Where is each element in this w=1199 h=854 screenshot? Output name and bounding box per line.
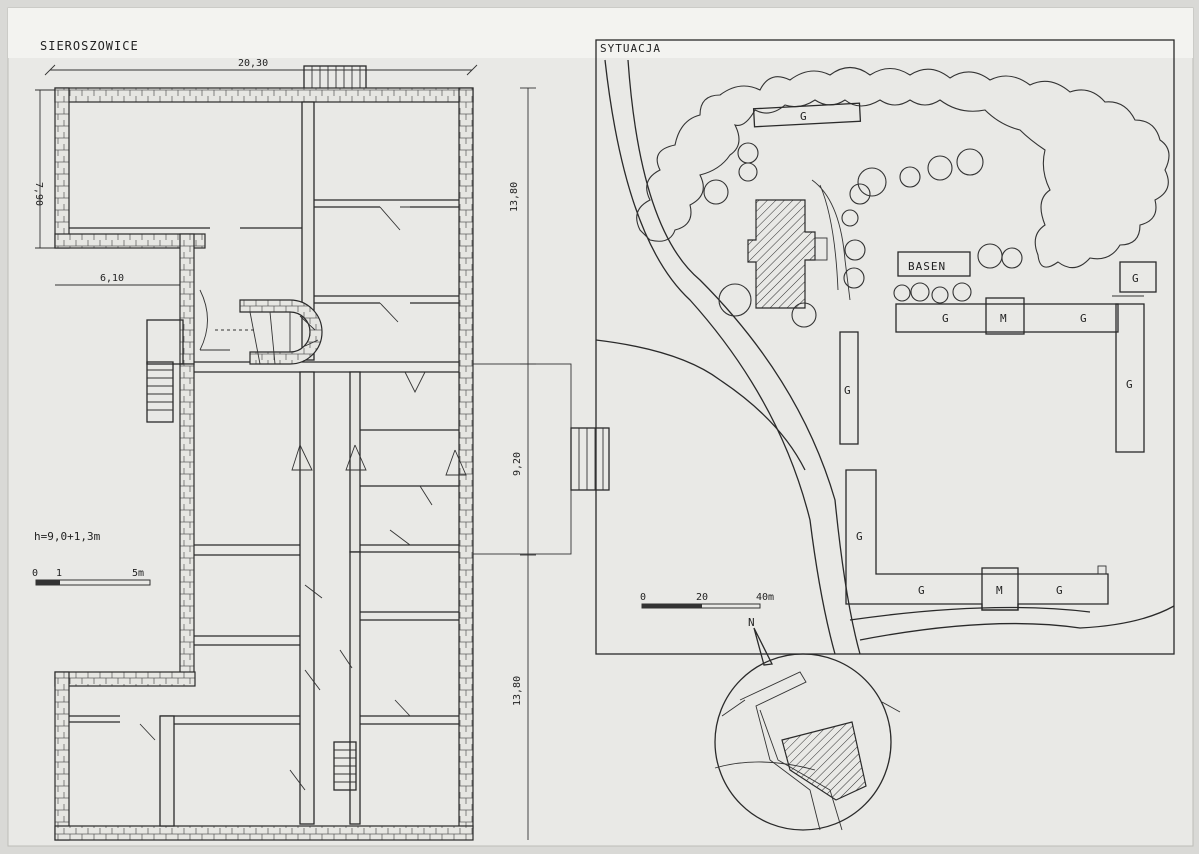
m-block-north-label: M: [1000, 312, 1007, 325]
spiral-staircase: [199, 289, 323, 365]
site-plan: SYTUACJA BASEN G G: [595, 39, 1175, 655]
road-branch-a: [595, 339, 806, 471]
east-terrace: [472, 363, 610, 555]
road-east-edge: [627, 59, 861, 655]
location-estate-hatch: [781, 721, 867, 801]
location-map: N: [714, 616, 901, 831]
tree-canopy-mass: [636, 66, 1170, 269]
door-swings: [139, 206, 467, 791]
outbuildings: G G M G G G G G G M G: [752, 102, 1157, 611]
plan-scale-five: 5m: [132, 568, 144, 579]
north-arrow-icon: [753, 627, 773, 666]
garage-top: [752, 102, 862, 128]
drive-lower-edge: [859, 605, 1175, 641]
individual-trees: [703, 142, 1023, 328]
site-frame: [595, 39, 1175, 655]
garage-east-small-label: G: [1132, 272, 1139, 285]
garage-middle: [839, 331, 859, 445]
garage-east-label: G: [1126, 378, 1133, 391]
garage-south-right-label: G: [1056, 584, 1063, 597]
right-lower-dimension: 13,80: [512, 676, 523, 706]
left-height-dimension: 7,90: [33, 182, 44, 206]
interior-walls: [69, 101, 459, 827]
garage-middle-label: G: [844, 384, 851, 397]
m-block-north: [985, 297, 1025, 335]
pool-basin: [897, 251, 971, 277]
right-upper-dimension: 13,80: [509, 182, 520, 212]
floor-plan: SIEROSZOWICE 20,30 7,90 6,10 13,80 9,20 …: [32, 39, 610, 841]
garage-top-label: G: [800, 110, 807, 123]
garage-south-left-label: G: [856, 530, 863, 543]
exterior-walls: [54, 87, 474, 841]
pool-basin-label: BASEN: [908, 260, 946, 273]
drive-upper-edge: [849, 606, 1091, 621]
site-scale-forty: 40m: [756, 592, 774, 603]
site-scale-twenty: 20: [696, 592, 708, 603]
garage-east-small: [1119, 261, 1157, 293]
wing-dimension: 6,10: [100, 273, 124, 284]
plan-title: SIEROSZOWICE: [40, 39, 139, 53]
paper-top-strip: [8, 8, 1193, 58]
paper: [7, 7, 1194, 847]
service-stairs: [333, 741, 357, 791]
height-note: h=9,0+1,3m: [34, 530, 101, 543]
site-title: SYTUACJA: [600, 42, 661, 55]
palace-footprint: [747, 199, 828, 309]
location-circle: [714, 653, 892, 831]
road-west-edge: [604, 59, 836, 655]
north-label: N: [748, 616, 755, 629]
plan-scale-bar: 0 1 5m: [32, 568, 151, 586]
garage-north-range: [895, 303, 1119, 333]
garage-south-mid-label: G: [918, 584, 925, 597]
palace-path: [811, 179, 851, 301]
plan-scale-zero: 0: [32, 568, 38, 579]
garage-east: [1115, 303, 1145, 453]
garage-north-left-label: G: [942, 312, 949, 325]
side-stairs-west: [146, 319, 184, 423]
m-block-south: [981, 567, 1019, 611]
plan-scale-one: 1: [56, 568, 62, 579]
right-middle-dimension: 9,20: [512, 452, 523, 476]
width-dimension: 20,30: [238, 58, 268, 69]
site-scale-bar: 0 20 40m: [640, 592, 774, 609]
location-context-lines: [714, 699, 901, 771]
m-block-south-label: M: [996, 584, 1003, 597]
site-scale-zero: 0: [640, 592, 646, 603]
garage-north-right-label: G: [1080, 312, 1087, 325]
